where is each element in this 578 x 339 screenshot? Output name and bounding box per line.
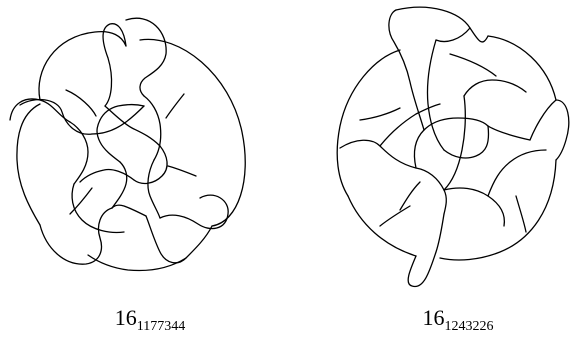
knot-diagram-16-1177344 (0, 0, 260, 300)
knot-label-main: 16 (115, 305, 137, 330)
knot-label: 161177344 (70, 305, 230, 331)
knot-diagram-16-1243226 (320, 0, 578, 300)
knot-label-main: 16 (423, 305, 445, 330)
knot-label-sub: 1177344 (137, 319, 185, 334)
knot-label: 161243226 (378, 305, 538, 331)
knot-label-sub: 1243226 (445, 319, 494, 334)
